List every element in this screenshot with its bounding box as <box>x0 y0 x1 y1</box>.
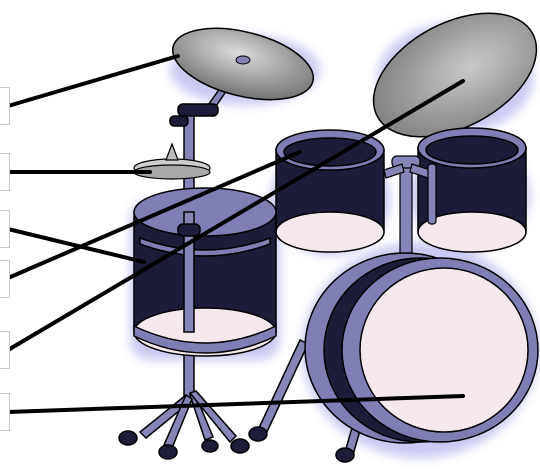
label-box-hi-hat[interactable] <box>0 153 10 191</box>
leader-line-crash-cymbal <box>8 56 178 106</box>
tom-left <box>276 130 384 252</box>
label-box-ride-cymbal[interactable] <box>0 331 10 369</box>
label-box-bass-drum[interactable] <box>0 393 10 431</box>
label-box-snare-drum[interactable] <box>0 210 10 248</box>
leader-line-snare-drum <box>8 229 144 262</box>
label-box-tom-toms[interactable] <box>0 260 10 298</box>
label-box-crash-cymbal[interactable] <box>0 87 10 125</box>
bass-drum <box>305 253 538 443</box>
